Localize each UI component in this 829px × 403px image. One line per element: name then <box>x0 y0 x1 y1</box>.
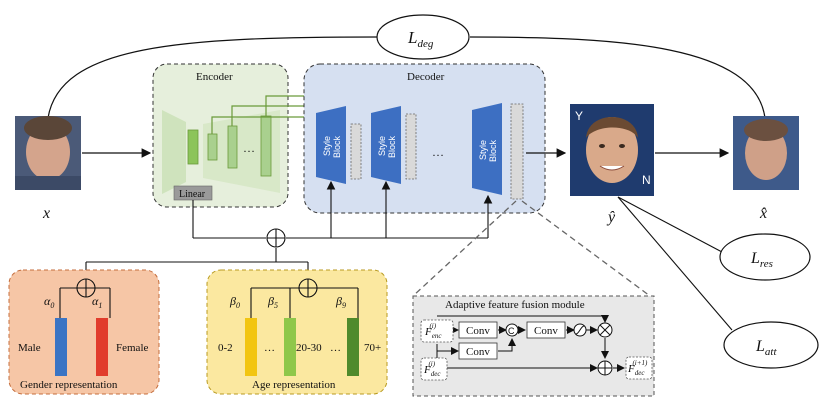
output-face-image: Y N <box>570 104 654 196</box>
concat-node <box>505 323 519 337</box>
female-label: Female <box>116 342 148 354</box>
age-representation-box <box>206 269 388 395</box>
age-label-0-2: 0-2 <box>218 342 233 354</box>
conv-label-bottom: Conv <box>466 346 490 358</box>
res-loss-ellipse <box>719 233 811 281</box>
f-dec-box <box>420 357 448 381</box>
age-ellipsis-2: … <box>330 342 341 354</box>
conv-box-top <box>458 321 498 339</box>
f-enc-label: Fenc(i) <box>424 322 442 340</box>
fusion-slot-2 <box>405 113 417 180</box>
fusion-slot-1 <box>350 123 362 180</box>
degraded-label: x̂ <box>759 205 767 222</box>
fusion-slot-3 <box>510 103 524 200</box>
encoder-layer-2 <box>227 125 238 169</box>
age-bar-0-2 <box>245 318 257 376</box>
f-out-label: Fdec(i+1) <box>627 359 648 377</box>
encoder-layer-3 <box>260 115 272 177</box>
decoder-ellipsis: … <box>432 145 444 159</box>
conv-box-middle <box>526 321 566 339</box>
linear-layer-label: Linear <box>179 189 206 200</box>
f-dec-label: Fdec(i) <box>423 360 441 378</box>
att-loss-line <box>617 196 733 331</box>
age-caption: Age representation <box>252 379 336 391</box>
input-label: x <box>42 205 50 222</box>
beta5-label: β5 <box>267 294 278 310</box>
age-bar-70-plus <box>347 318 359 376</box>
conv-label-top: Conv <box>466 325 490 337</box>
gender-representation-box <box>8 269 160 395</box>
beta9-label: β9 <box>335 294 346 310</box>
svg-text:Y: Y <box>575 109 583 123</box>
style-block-2-label-b: Block <box>387 135 397 158</box>
sigmoid-curve-icon <box>575 325 585 335</box>
beta0-label: β0 <box>229 294 240 310</box>
style-block-3 <box>472 103 502 195</box>
encoder-layer-1 <box>207 133 218 161</box>
svg-text:N: N <box>642 173 651 187</box>
deg-loss-arc-left <box>47 36 378 119</box>
encoder-title: Encoder <box>196 71 233 83</box>
female-bar <box>96 318 108 376</box>
zoom-line-right <box>521 200 651 297</box>
fusion-connections <box>436 315 625 372</box>
f-out-box <box>625 356 653 380</box>
att-loss-label: Latt <box>755 338 777 358</box>
output-label: ŷ <box>606 209 616 226</box>
fusion-title: Adaptive feature fusion module <box>445 299 585 311</box>
encoder-input-trapezoid <box>162 110 186 194</box>
age-bar-20-30 <box>284 318 296 376</box>
style-block-2 <box>371 106 401 184</box>
style-block-1-label-a: Style <box>322 136 332 156</box>
conditioning-lines <box>85 180 493 278</box>
decoder-title: Decoder <box>407 71 445 83</box>
res-loss-label: Lres <box>750 250 773 270</box>
alpha0-label: α0 <box>44 294 54 310</box>
alpha1-label: α1 <box>92 294 102 310</box>
res-loss-line <box>617 196 723 253</box>
deg-loss-arc-right <box>469 36 766 119</box>
encoder-bottleneck-layer <box>187 129 199 165</box>
age-ellipsis-1: … <box>264 342 275 354</box>
encoder-ellipsis: … <box>243 141 255 155</box>
style-block-1-label-b: Block <box>332 135 342 158</box>
f-enc-box <box>420 319 454 343</box>
conv-label-middle: Conv <box>534 325 558 337</box>
deg-loss-ellipse <box>376 14 470 60</box>
male-bar <box>55 318 67 376</box>
style-block-1 <box>316 106 346 184</box>
male-label: Male <box>18 342 41 354</box>
concat-label: C <box>508 326 515 336</box>
fusion-module-box <box>412 295 655 397</box>
age-label-20-30: 20-30 <box>296 342 322 354</box>
deg-loss-label: Ldeg <box>407 28 434 50</box>
style-block-3-label-b: Block <box>488 139 498 162</box>
gender-caption: Gender representation <box>20 379 118 391</box>
age-label-70-plus: 70+ <box>364 342 381 354</box>
att-loss-ellipse <box>723 321 819 369</box>
style-block-2-label-a: Style <box>377 136 387 156</box>
zoom-line-left <box>412 200 517 297</box>
conv-box-bottom <box>458 342 498 360</box>
degraded-face-image <box>733 116 799 190</box>
input-face-image <box>15 116 81 190</box>
style-block-3-label-a: Style <box>478 140 488 160</box>
